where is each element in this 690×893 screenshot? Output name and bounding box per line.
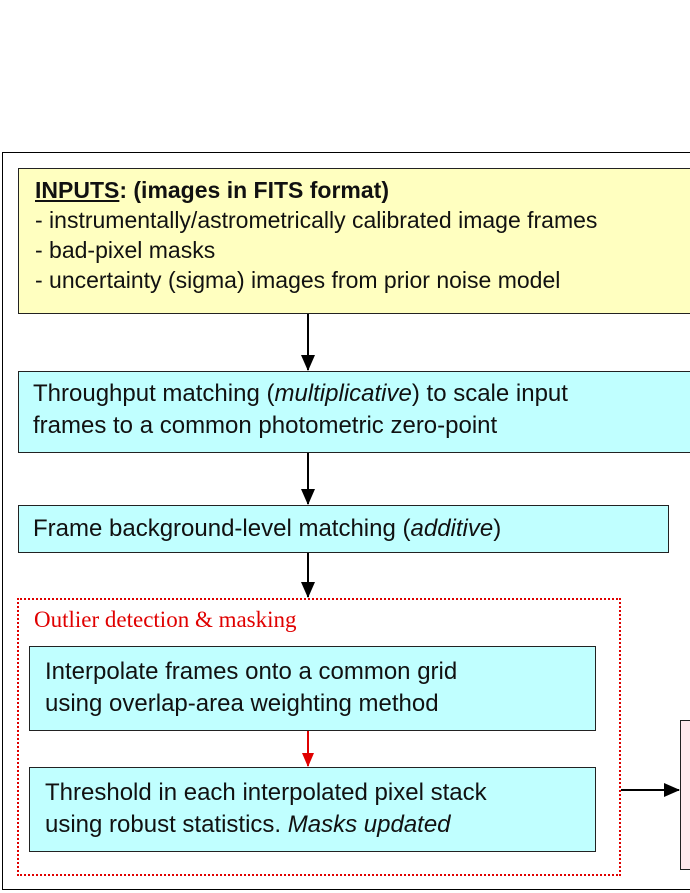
threshold-line-2-pre: using robust statistics. bbox=[45, 811, 288, 838]
arrow-interpolate-to-threshold-head bbox=[302, 753, 314, 767]
arrow-background-to-outlier-head bbox=[301, 582, 315, 598]
outlier-detection-title: Outlier detection & masking bbox=[34, 607, 297, 632]
background-line-post: ) bbox=[493, 515, 502, 542]
throughput-line-1: Throughput matching (multiplicative) to … bbox=[33, 378, 690, 410]
side-output-box bbox=[680, 720, 690, 870]
background-line: Frame background-level matching (additiv… bbox=[33, 513, 668, 545]
interpolate-line-2: using overlap-area weighting method bbox=[45, 690, 439, 717]
threshold-line-1: Threshold in each interpolated pixel sta… bbox=[45, 779, 487, 806]
diagram-frame bbox=[2, 152, 690, 890]
outlier-detection-group bbox=[17, 598, 621, 876]
inputs-header-rest: : (images in FITS format) bbox=[119, 177, 389, 203]
arrow-inputs-to-throughput-head bbox=[301, 355, 315, 371]
threshold-box: Threshold in each interpolated pixel sta… bbox=[29, 767, 596, 852]
throughput-line-1-pre: Throughput matching ( bbox=[33, 380, 275, 407]
inputs-item-calibrated-frames: - instrumentally/astrometrically calibra… bbox=[35, 207, 598, 233]
arrow-threshold-to-side-box-head bbox=[664, 783, 680, 797]
throughput-line-1-post: ) to scale input bbox=[411, 380, 568, 407]
background-line-pre: Frame background-level matching ( bbox=[33, 515, 411, 542]
throughput-matching-box: Throughput matching (multiplicative) to … bbox=[18, 371, 690, 453]
threshold-line-2: using robust statistics. Masks updated bbox=[45, 809, 595, 841]
background-matching-box: Frame background-level matching (additiv… bbox=[18, 505, 669, 553]
inputs-item-bad-pixel-masks: - bad-pixel masks bbox=[35, 237, 216, 263]
throughput-line-1-em: multiplicative bbox=[274, 380, 412, 407]
inputs-item-uncertainty-images: - uncertainty (sigma) images from prior … bbox=[35, 267, 561, 293]
throughput-line-2: frames to a common photometric zero-poin… bbox=[33, 412, 498, 439]
threshold-line-2-em: Masks updated bbox=[287, 811, 451, 838]
background-line-em: additive bbox=[410, 515, 494, 542]
interpolate-line-1: Interpolate frames onto a common grid bbox=[45, 658, 458, 685]
interpolate-frames-box: Interpolate frames onto a common grid us… bbox=[29, 646, 596, 731]
inputs-box: INPUTS: (images in FITS format) - instru… bbox=[18, 168, 690, 314]
inputs-header-label: INPUTS bbox=[35, 177, 120, 203]
inputs-header: INPUTS: (images in FITS format) bbox=[35, 175, 690, 205]
arrow-throughput-to-background-head bbox=[301, 489, 315, 505]
